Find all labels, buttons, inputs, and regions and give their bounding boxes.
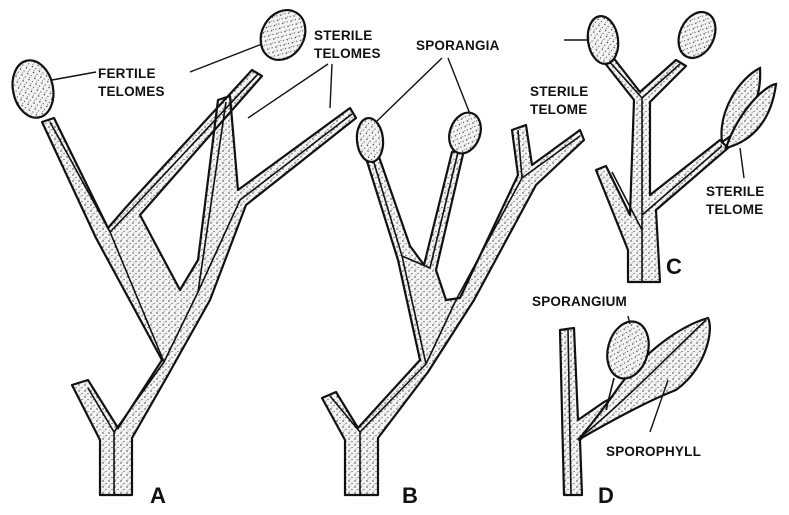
panel-d: SPORANGIUM SPOROPHYLL D	[532, 294, 710, 508]
panel-c-trunk	[596, 56, 728, 282]
panel-a: FERTILE TELOMES STERILE TELOMES A	[7, 2, 380, 508]
panel-a-letter: A	[150, 483, 166, 508]
panel-c-sterile-label-line2: TELOME	[706, 202, 763, 217]
panel-c-sterile-label-line1: STERILE	[706, 184, 764, 199]
panel-a-fertile-leader-left	[52, 72, 96, 80]
panel-d-sporangium-label: SPORANGIUM	[532, 294, 627, 309]
panel-b-letter: B	[402, 483, 418, 508]
panel-c-sporangium-right	[671, 6, 722, 64]
panel-b-sporangium-left	[355, 117, 385, 163]
panel-c-sterile-leader	[740, 148, 744, 178]
panel-a-sterile-leader-1	[248, 64, 328, 118]
panel-a-sterile-label-line2: TELOMES	[314, 46, 381, 61]
panel-a-fertile-telome-right	[252, 2, 314, 68]
panel-a-fertile-label-line2: TELOMES	[98, 84, 165, 99]
panel-d-sporophyll-label: SPOROPHYLL	[606, 444, 701, 459]
panel-b-sporangia-leader-2	[448, 58, 470, 114]
panel-b-sterile-label-line1: STERILE	[530, 84, 588, 99]
panel-a-sterile-leader-2	[330, 64, 332, 108]
panel-b: SPORANGIA STERILE TELOME B	[322, 38, 588, 508]
panel-a-fertile-label-line1: FERTILE	[98, 66, 156, 81]
panel-b-sporangium-right	[444, 108, 487, 158]
panel-c-vein	[608, 60, 722, 282]
panel-b-sterile-label-line2: TELOME	[530, 102, 587, 117]
panel-c: STERILE TELOME C	[564, 6, 776, 282]
panel-c-sporangium-left	[585, 14, 621, 66]
panel-b-trunk	[322, 125, 584, 495]
panel-b-sporangia-label: SPORANGIA	[416, 38, 500, 53]
panel-a-sterile-label-line1: STERILE	[314, 28, 372, 43]
panel-b-sporangia-leader-1	[376, 58, 442, 122]
panel-a-fertile-telome-left	[7, 56, 58, 121]
panel-c-letter: C	[666, 254, 682, 279]
panel-a-fertile-leader-right	[190, 44, 262, 72]
panel-d-letter: D	[598, 483, 614, 508]
